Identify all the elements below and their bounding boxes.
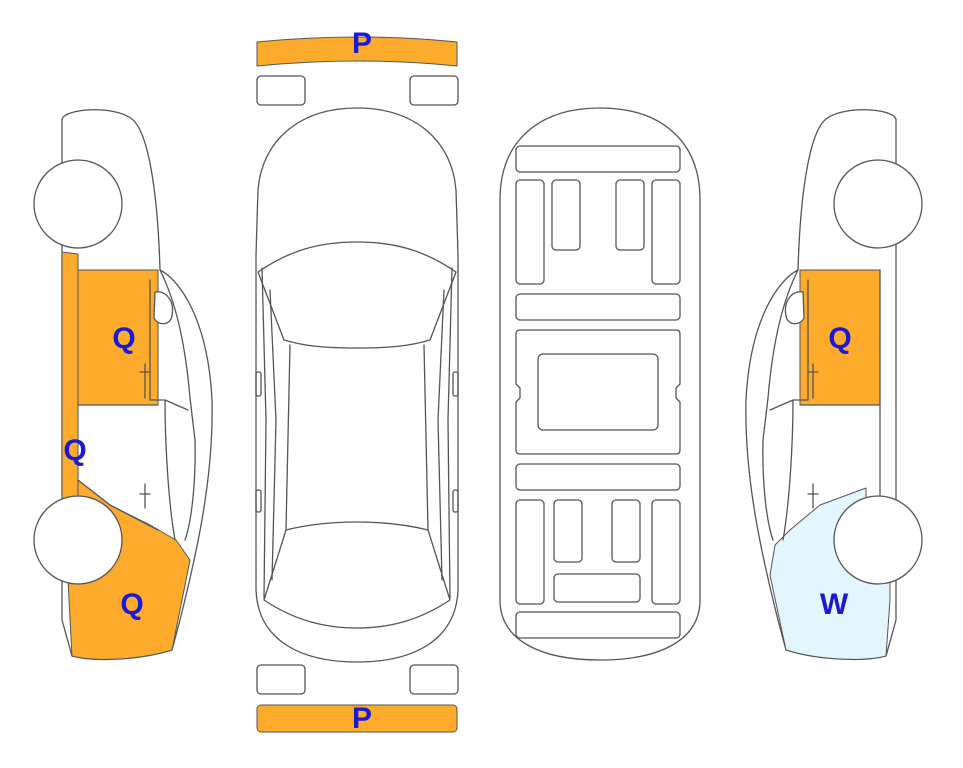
- top-roof: [285, 344, 429, 531]
- right-side-windows: [762, 269, 809, 541]
- front-left-light: [256, 75, 306, 106]
- interior-front-right-col: [651, 179, 681, 285]
- rear-right-light: [409, 664, 459, 695]
- left-side-front-wheel: [33, 159, 123, 249]
- left-handle-1: [139, 363, 151, 399]
- left-door-seam: [77, 404, 159, 531]
- rear-bumper-part[interactable]: [256, 704, 458, 733]
- right-door-seam: [799, 269, 881, 501]
- left-front-door-label: Q: [112, 322, 135, 355]
- left-handle-2: [139, 483, 151, 509]
- interior-front-inner-right: [615, 179, 645, 251]
- interior-mid-bar-2: [515, 463, 681, 491]
- rear-bumper-label: P: [352, 702, 372, 735]
- left-rocker-label: Q: [63, 434, 86, 467]
- rear-left-light: [256, 664, 306, 695]
- interior-front-bar: [515, 145, 681, 173]
- car-left-side-view: Q Q Q: [33, 109, 213, 661]
- interior-front-left-col: [515, 179, 545, 285]
- left-side-windows: [149, 269, 196, 541]
- right-side-front-wheel: [833, 159, 923, 249]
- right-handle-2: [807, 483, 819, 509]
- front-right-light: [409, 75, 459, 106]
- top-handle-right: [452, 489, 459, 513]
- top-mirror-right: [452, 371, 459, 397]
- left-side-rear-wheel: [33, 495, 123, 585]
- interior-rear-right-col: [651, 499, 681, 605]
- top-rear-window: [263, 521, 451, 629]
- top-side-lines-right: [437, 267, 453, 599]
- interior-center-frame: [515, 329, 681, 455]
- front-bumper-group: P: [256, 27, 458, 67]
- interior-rear-small-bar: [553, 573, 641, 603]
- car-interior-view: [499, 107, 701, 661]
- front-bumper-label: P: [352, 27, 372, 60]
- car-right-side-view: Q W: [745, 109, 923, 661]
- top-handle-left: [255, 489, 262, 513]
- rear-bumper-group: P: [256, 702, 458, 735]
- right-rear-quarter-label: W: [820, 588, 849, 621]
- left-rear-quarter-label: Q: [120, 588, 143, 621]
- interior-front-inner-left: [551, 179, 581, 251]
- left-mirror: [153, 291, 174, 325]
- interior-rear-bar: [515, 611, 681, 639]
- interior-center-panel: [537, 353, 659, 431]
- interior-rear-inner-left: [553, 499, 583, 563]
- interior-mid-bar-1: [515, 293, 681, 321]
- right-side-rear-wheel: [833, 495, 923, 585]
- interior-outline: [499, 107, 701, 661]
- right-handle-1: [807, 363, 819, 399]
- right-mirror: [784, 291, 805, 325]
- top-side-lines-left: [261, 267, 277, 599]
- car-top-view: [255, 107, 459, 663]
- right-front-door-label: Q: [828, 322, 851, 355]
- interior-rear-left-col: [515, 499, 545, 605]
- top-body-outline: [255, 107, 459, 663]
- top-mirror-left: [255, 371, 262, 397]
- top-windshield: [257, 241, 457, 349]
- front-bumper-part[interactable]: [256, 36, 458, 67]
- interior-rear-inner-right: [611, 499, 641, 563]
